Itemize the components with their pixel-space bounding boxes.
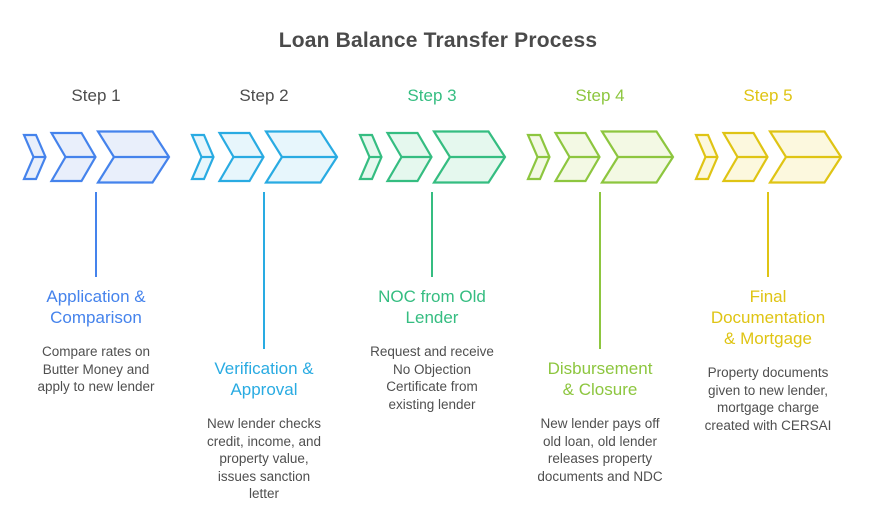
- connector-line: [262, 192, 266, 349]
- triple-chevron-right-icon: [190, 130, 339, 184]
- connector-line: [766, 192, 770, 277]
- step-heading: Disbursement& Closure: [547, 359, 653, 399]
- step-label: Step 3: [407, 86, 457, 105]
- connector-line: [430, 192, 434, 277]
- step-label: Step 4: [575, 86, 625, 105]
- step-label: Step 2: [239, 86, 289, 105]
- connector-line: [598, 192, 602, 349]
- triple-chevron-right-icon: [358, 130, 507, 184]
- page-title: Loan Balance Transfer Process: [278, 29, 598, 52]
- step-column-4: Step 4 Disbursement& Closure New lender …: [515, 86, 685, 485]
- step-column-2: Step 2 Verification &Approval New lender…: [179, 86, 349, 503]
- step-label: Step 1: [71, 86, 121, 105]
- step-heading: Verification &Approval: [214, 359, 314, 399]
- step-heading: Application &Comparison: [46, 287, 146, 327]
- triple-chevron-right-icon: [22, 130, 171, 184]
- connector-line: [94, 192, 98, 277]
- triple-chevron-right-icon: [526, 130, 675, 184]
- step-column-1: Step 1 Application &Comparison Compare r…: [11, 86, 181, 396]
- triple-chevron-right-icon: [694, 130, 843, 184]
- step-label: Step 5: [743, 86, 793, 105]
